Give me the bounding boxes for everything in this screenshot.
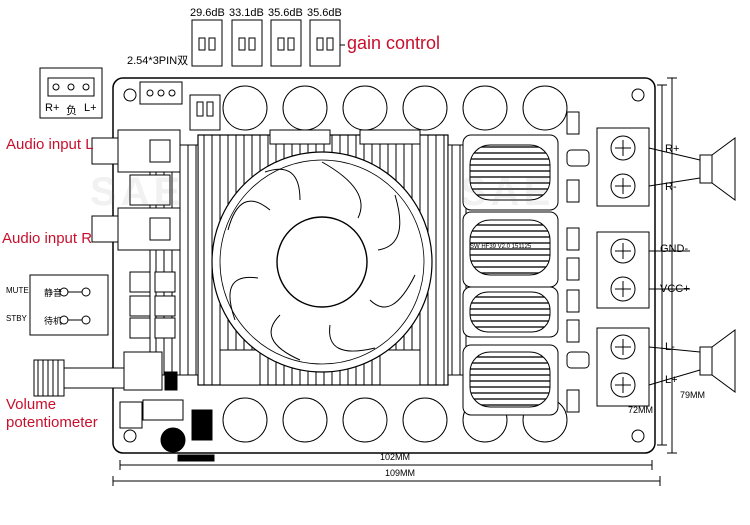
- audio-jack-l: [91, 129, 181, 173]
- terminal-blocks: [596, 127, 650, 407]
- speaker-wires: [648, 147, 701, 386]
- mount-hole-tl: [123, 88, 137, 102]
- watermark-left: SAE: [90, 170, 185, 214]
- output-gnd: GND-: [660, 243, 689, 255]
- dim-width-outer: 109MM: [385, 468, 416, 478]
- output-vcc: VCC+: [660, 283, 690, 295]
- output-l-minus: L-: [665, 341, 675, 353]
- gain-control-title: gain control: [347, 33, 441, 53]
- gain-dip-switches: [191, 19, 341, 67]
- pcb-version-text: SW HF39 V2.0 151125: [470, 244, 532, 250]
- jack-spacer: [129, 174, 171, 206]
- dim-height-outer: 79MM: [680, 390, 706, 400]
- mute-cn-label: 静音: [44, 288, 63, 298]
- volume-potentiometer: [33, 351, 163, 397]
- pin-label-ground: 负: [66, 105, 77, 117]
- mount-hole-bl: [123, 429, 137, 443]
- watermark-right: SAE: [460, 170, 555, 214]
- pin-header-label: 2.54*3PIN双: [127, 55, 189, 67]
- pin-label-l-plus: L+: [84, 102, 97, 114]
- gain-setting-4: 35.6dB: [307, 7, 342, 19]
- volume-label-line1: Volume: [6, 396, 57, 413]
- inductors: [462, 134, 559, 416]
- dim-height-inner: 72MM: [628, 405, 654, 415]
- fan: [211, 151, 433, 373]
- gain-setting-1: 29.6dB: [190, 7, 225, 19]
- audio-jack-r: [91, 207, 181, 251]
- mute-standby-box: [29, 274, 109, 336]
- stby-label: STBY: [6, 314, 27, 323]
- volume-label-line2: potentiometer: [6, 414, 98, 431]
- smd-parts-right: [566, 111, 590, 413]
- audio-input-r-label: Audio input R: [2, 230, 93, 247]
- capacitor-row-top: [222, 85, 568, 131]
- output-r-plus: R+: [665, 143, 680, 155]
- stby-cn-label: 待机: [44, 316, 63, 326]
- mount-hole-tr: [631, 88, 645, 102]
- pin-label-r-plus: R+: [45, 102, 60, 114]
- switch-pads: [129, 271, 176, 339]
- dimension-lines: [112, 77, 677, 486]
- dim-width-inner: 102MM: [380, 452, 411, 462]
- speaker-icon-r: [699, 137, 736, 201]
- mount-hole-br: [631, 429, 645, 443]
- mute-label: MUTE: [6, 286, 29, 295]
- bottom-left-components: [119, 371, 215, 462]
- input-header-drawing: [39, 67, 221, 131]
- audio-input-l-label: Audio input L: [6, 136, 94, 153]
- gain-setting-2: 33.1dB: [229, 7, 264, 19]
- output-l-plus: L+: [665, 374, 678, 386]
- gain-setting-3: 35.6dB: [268, 7, 303, 19]
- output-r-minus: R-: [665, 181, 677, 193]
- speaker-icon-l: [699, 329, 736, 393]
